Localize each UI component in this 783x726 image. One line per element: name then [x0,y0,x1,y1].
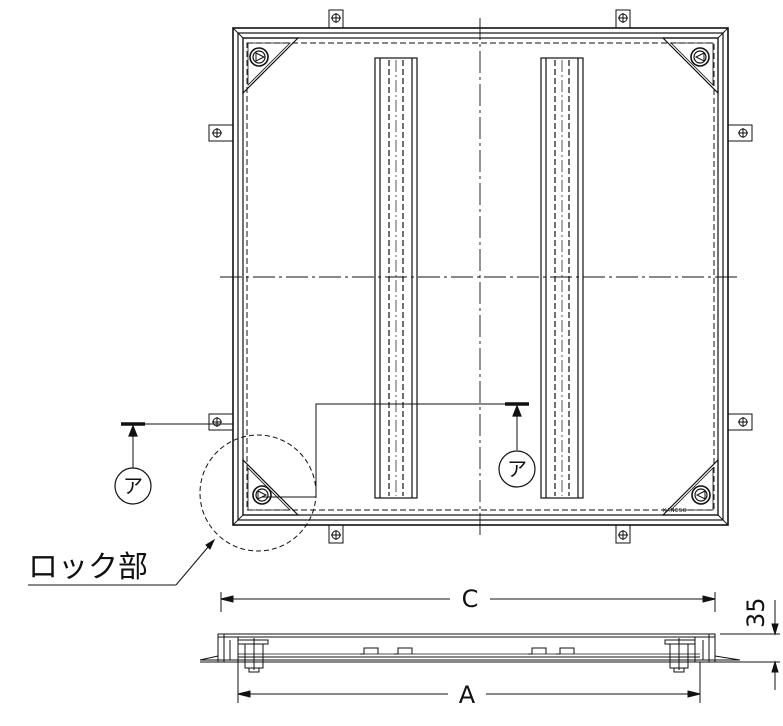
corner-gusset-top-right [661,37,719,95]
section-mark-label-right: ア [507,457,527,481]
corner-gusset-top-left [242,37,300,95]
lock-bolt-bottom-left [252,485,272,505]
anchor-tab-top-left [328,9,344,29]
section-marker-left [114,422,233,505]
stiffener-rib-right [540,57,584,499]
corner-gusset-bottom-right [661,458,719,516]
dimension-35 [720,600,780,690]
frame-corner-miters [232,27,729,526]
lock-section-label: ロック部 [28,550,148,585]
hidden-edge-dashed [246,42,715,511]
anchor-tab-left-bottom [208,413,234,431]
anchor-tab-right-top [727,124,753,142]
section-mark-circle-right [498,450,536,488]
lock-bolt-bottom-right [691,485,711,505]
dimension-35-label: 35 [742,597,770,628]
plan-view [28,9,753,586]
section-mark-circle-left [114,467,152,505]
dimension-a-label: A [459,681,476,709]
outer-frame [232,27,729,526]
section-marker-right [262,402,536,498]
dimension-c [220,592,716,612]
lock-leader [28,538,216,586]
center-lines [220,18,740,535]
anchor-tab-left-top [208,124,234,142]
cover-plate [242,37,719,516]
lock-bolt-top-left [249,47,269,67]
anchor-tabs [208,9,753,544]
dimension-a [237,662,701,703]
stiffener-rib-left [374,57,418,499]
anchor-tab-bottom-left [328,524,344,544]
anchor-tab-bottom-right [615,524,631,544]
anchor-tab-right-bottom [727,413,753,431]
section-mark-label-left: ア [123,474,143,498]
anchor-tab-top-right [615,9,631,29]
maker-mark: KANESO [663,508,687,514]
dimension-c-label: C [462,585,479,613]
frame-inner-line [237,32,724,521]
side-view [199,633,741,673]
corner-gusset-bottom-left [242,458,300,516]
lock-bolt-top-right [690,47,710,67]
